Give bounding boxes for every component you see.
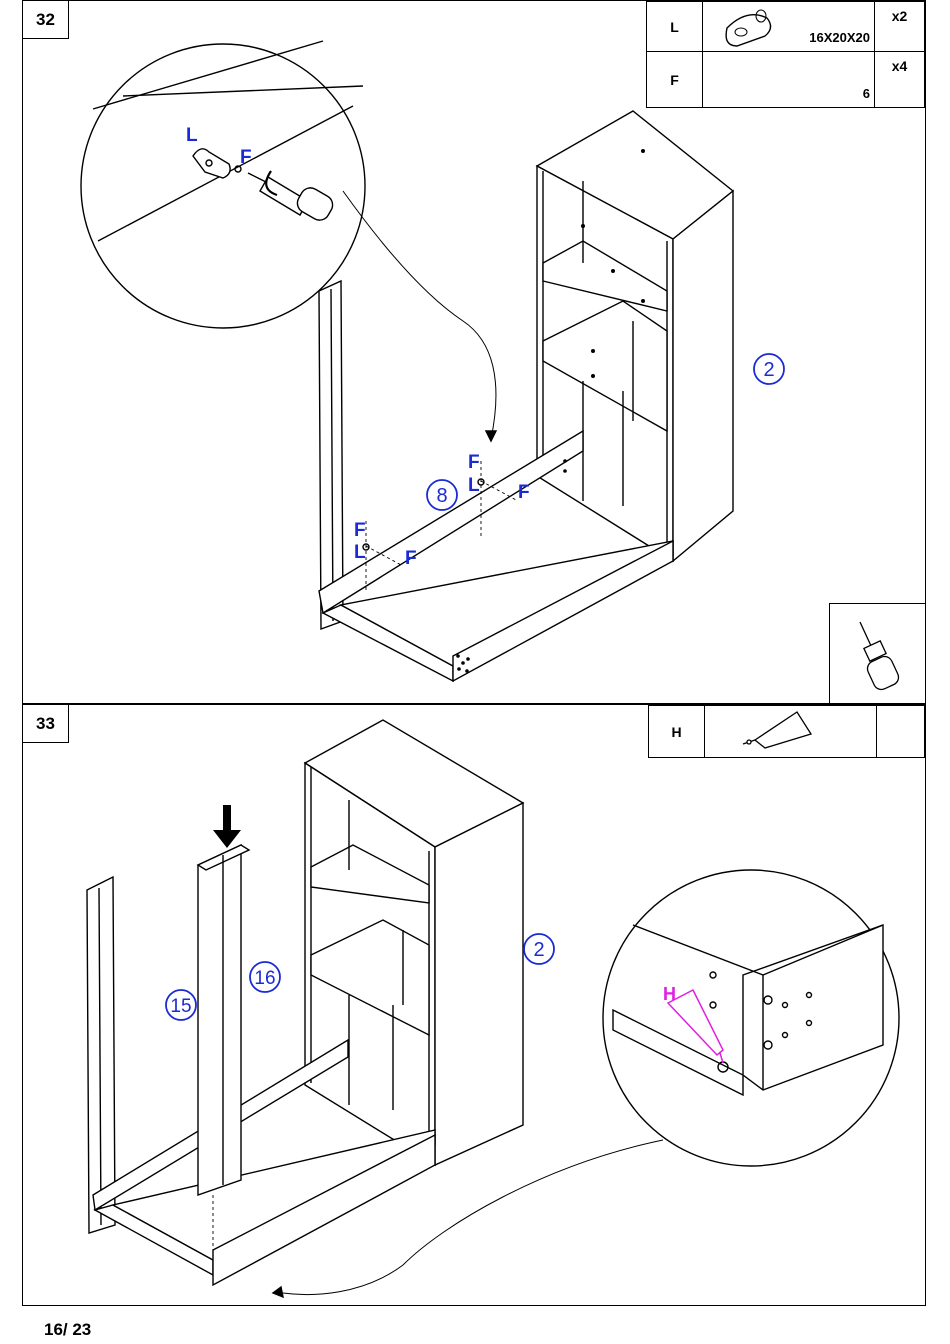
part-qty <box>877 706 925 758</box>
insert-arrow <box>213 805 241 848</box>
part-qty: x2 <box>875 2 925 52</box>
part-size: 16X20X20 <box>809 30 870 45</box>
leg-id-b: 16 <box>254 968 275 989</box>
part-image-cell: 16X20X20 <box>703 2 875 52</box>
part-qty: x4 <box>875 52 925 108</box>
panel-id: 2 <box>533 939 544 961</box>
panel-id: 2 <box>763 359 774 381</box>
rail-id: 8 <box>436 485 447 507</box>
svg-text:L: L <box>354 542 366 563</box>
part-image-cell: 6 <box>703 52 875 108</box>
svg-text:L: L <box>468 475 480 496</box>
svg-text:F: F <box>354 520 366 541</box>
glue-tube-icon <box>735 710 835 754</box>
svg-text:F: F <box>405 548 417 569</box>
part-letter: L <box>647 2 703 52</box>
l-bracket-icon <box>721 4 781 48</box>
step-33-illustration: 15 16 2 H <box>23 705 927 1307</box>
part-letter: F <box>647 52 703 108</box>
part-size: 6 <box>863 86 870 101</box>
step-33-panel: 33 <box>22 704 926 1306</box>
svg-text:F: F <box>518 482 530 503</box>
svg-text:F: F <box>468 452 480 473</box>
leg-id-a: 15 <box>170 996 191 1017</box>
step-32-panel: 32 <box>22 0 926 704</box>
part-letter: H <box>649 706 705 758</box>
page-number: 16/ 23 <box>44 1320 91 1340</box>
tool-box <box>829 603 925 703</box>
parts-table: H <box>648 705 925 758</box>
callout-bracket: L <box>186 125 198 146</box>
parts-table: L 16X20X20 x2 F 6 x4 <box>646 1 925 108</box>
screwdriver-icon <box>830 604 926 704</box>
part-image-cell <box>705 706 877 758</box>
glue-label: H <box>663 984 676 1004</box>
detail-magnifier <box>81 44 365 328</box>
callout-screw: F <box>240 147 252 168</box>
